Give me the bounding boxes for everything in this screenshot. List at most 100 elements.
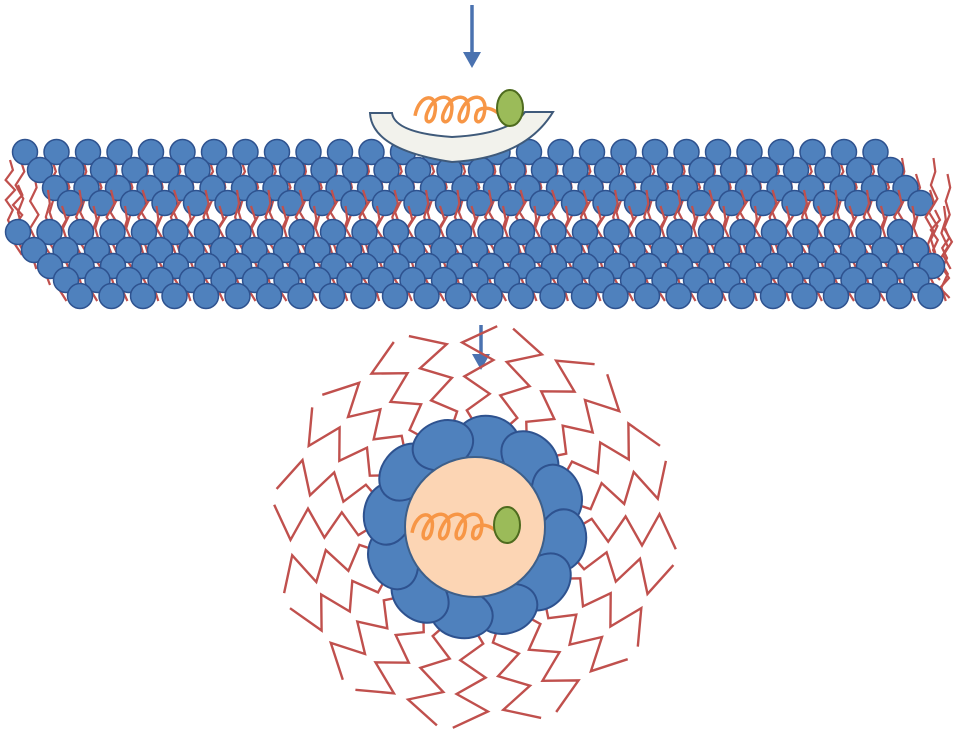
lipid-head: [633, 282, 661, 310]
lipid-head: [247, 156, 274, 184]
lipid-head: [192, 282, 220, 310]
micelle-tail: [355, 612, 425, 695]
lipid-head: [760, 218, 788, 246]
lipid-head: [556, 236, 583, 264]
lipid-head: [665, 282, 692, 310]
lipid-head: [83, 236, 111, 264]
lipid-head: [106, 138, 133, 166]
lipid-head: [461, 236, 489, 264]
lipid-head: [814, 156, 841, 184]
micelle-tail: [543, 598, 629, 674]
lipid-head: [367, 236, 394, 264]
lipid-head: [610, 138, 637, 166]
lipid-head: [43, 138, 70, 166]
lipid-head: [625, 156, 652, 184]
micelle-tail: [571, 460, 668, 511]
lipid-head: [476, 282, 503, 310]
lipid-head: [634, 218, 662, 246]
lipid-head: [493, 236, 520, 264]
lipid-head: [656, 156, 684, 184]
lipid-head: [718, 189, 745, 217]
micelle-tail: [561, 421, 661, 480]
lipid-head: [430, 236, 457, 264]
micelle-tail: [307, 407, 390, 477]
lipid-head: [146, 236, 174, 264]
lipid-head: [539, 282, 566, 310]
lipid-head: [808, 236, 835, 264]
lipid-head: [751, 156, 778, 184]
lipid-head: [759, 282, 787, 310]
lipid-head: [335, 236, 363, 264]
lipid-head: [641, 138, 669, 166]
lipid-head: [178, 236, 205, 264]
lipid-head: [115, 236, 142, 264]
lipid-head: [278, 156, 306, 184]
lipid-head: [310, 156, 337, 184]
lipid-head: [373, 156, 400, 184]
lipid-head: [885, 282, 913, 310]
lipid-head: [728, 282, 755, 310]
lipid-head: [704, 138, 732, 166]
lipid-head: [855, 218, 882, 246]
lipid-tail: [4, 159, 17, 231]
lipid-head: [20, 236, 48, 264]
lipid-head: [351, 218, 378, 246]
lipid-head: [241, 236, 268, 264]
micelle-tail: [546, 373, 622, 459]
lipid-head: [162, 218, 189, 246]
lipid-head: [58, 156, 85, 184]
lipid-head: [295, 138, 322, 166]
lipid-head: [358, 138, 385, 166]
top-arrow-icon: [463, 5, 481, 68]
lipid-head: [547, 138, 574, 166]
lipid-head: [524, 236, 552, 264]
micelle-tail: [570, 550, 675, 597]
lipid-head: [862, 138, 889, 166]
lipid-head: [137, 138, 165, 166]
micelle-tail: [574, 511, 677, 550]
lipid-head: [288, 218, 315, 246]
lipid-head: [272, 236, 300, 264]
lipid-head: [287, 282, 314, 310]
micelle-tail: [452, 626, 491, 729]
lipid-head: [200, 138, 228, 166]
lipid-head: [917, 282, 944, 310]
lipid-head: [340, 189, 367, 217]
lipid-head: [224, 282, 251, 310]
micelle-tail: [498, 327, 545, 432]
lipid-head: [119, 189, 147, 217]
lipid-head: [854, 282, 881, 310]
lipid-head: [341, 156, 369, 184]
lipid-head: [507, 282, 535, 310]
lipid-head: [871, 236, 898, 264]
lipid-head: [184, 156, 211, 184]
lipid-head: [445, 218, 473, 246]
lipid-head: [89, 156, 117, 184]
lipid-head: [792, 218, 819, 246]
lipid-head: [98, 282, 125, 310]
lipid-head: [319, 218, 347, 246]
lipid-head: [11, 138, 39, 166]
spring-peptide-icon: [413, 95, 507, 124]
lipid-head: [121, 156, 148, 184]
lipid-head: [74, 138, 102, 166]
lipid-head: [215, 156, 243, 184]
lipid-head: [413, 282, 440, 310]
micelle-tail: [282, 543, 379, 594]
lipid-head: [515, 138, 543, 166]
lipid-head: [529, 189, 556, 217]
lipid-heads-lower-leaflet: [4, 218, 946, 310]
micelle-tail: [369, 341, 428, 441]
lipid-head: [745, 236, 772, 264]
peptide-cap-icon: [496, 89, 524, 127]
lipid-head: [161, 282, 188, 310]
lipid-head: [593, 156, 621, 184]
lipid-head: [398, 236, 426, 264]
lipid-head: [650, 236, 678, 264]
lipid-head: [570, 282, 598, 310]
lipid-head: [444, 282, 472, 310]
lipid-head: [666, 218, 693, 246]
lipid-head: [696, 282, 724, 310]
lipid-head: [830, 138, 858, 166]
micelle-tail: [491, 623, 542, 720]
